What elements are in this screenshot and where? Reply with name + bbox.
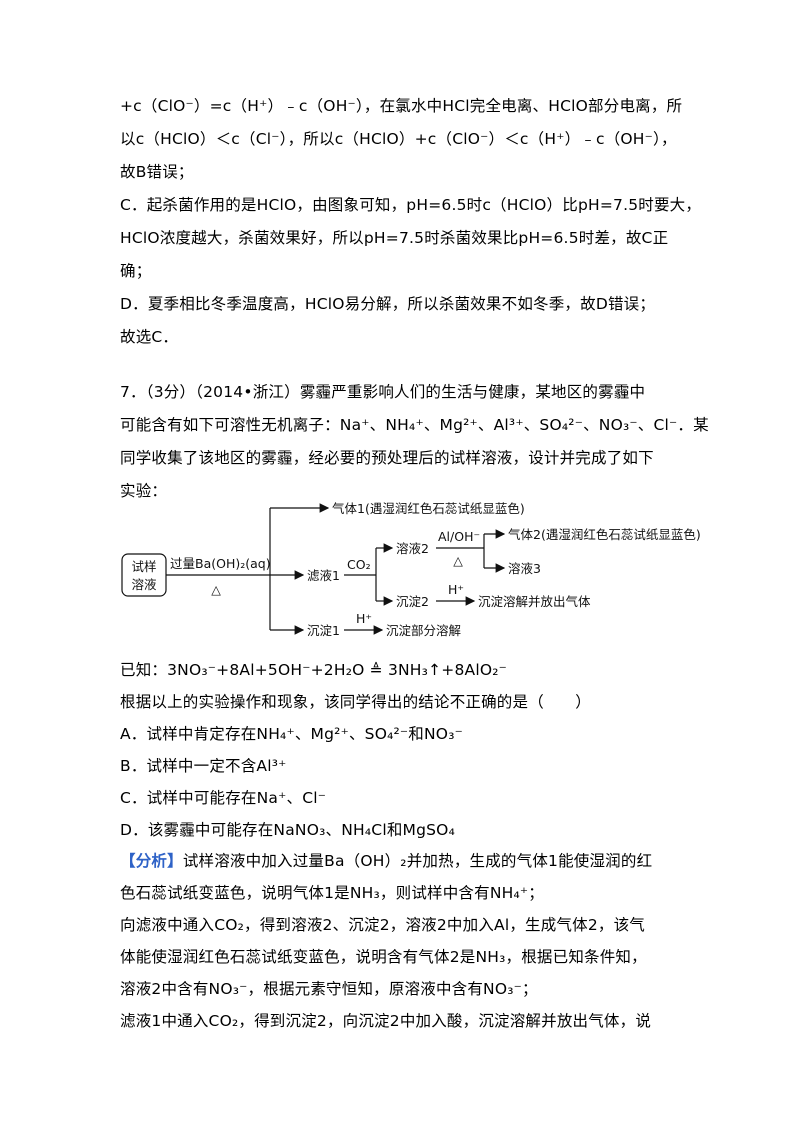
text-line-l3: 故B错误； (120, 162, 194, 182)
h-plus-label-1: H⁺ (448, 582, 464, 597)
line-text: A．试样中肯定存在NH₄⁺、Mg²⁺、SO₄²⁻和NO₃⁻ (120, 725, 463, 743)
line-text: 故选C． (120, 328, 179, 346)
line-text: 已知：3NO₃⁻+8Al+5OH⁻+2H₂O ≜ 3NH₃↑+8AlO₂⁻ (120, 661, 508, 679)
text-line-l15: A．试样中肯定存在NH₄⁺、Mg²⁺、SO₄²⁻和NO₃⁻ (120, 724, 463, 744)
text-line-l16: B．试样中一定不含Al³⁺ (120, 756, 287, 776)
text-line-l5: HClO浓度越大，杀菌效果好，所以pH=7.5时杀菌效果比pH=6.5时差，故C… (120, 228, 668, 248)
text-line-l4: C．起杀菌作用的是HClO，由图象可知，pH=6.5时c（HClO）比pH=7.… (120, 195, 701, 215)
text-line-l10: 可能含有如下可溶性无机离子：Na⁺、NH₄⁺、Mg²⁺、Al³⁺、SO₄²⁻、N… (120, 415, 709, 435)
text-line-l7: D．夏季相比冬季温度高，HClO易分解，所以杀菌效果不如冬季，故D错误； (120, 294, 655, 314)
line-text: 实验： (120, 482, 168, 500)
al-oh-label: Al/OH⁻ (438, 529, 480, 544)
text-line-l22: 体能使湿润红色石蕊试纸变蓝色，说明含有气体2是NH₃，根据已知条件知， (120, 947, 647, 967)
text-line-l12: 实验： (120, 481, 167, 501)
precip2-label: 沉淀2 (396, 594, 429, 609)
line-text: +c（ClO⁻）=c（H⁺）﹣c（OH⁻），在氯水中HCl完全电离、HClO部分… (120, 97, 683, 115)
line-text: B．试样中一定不含Al³⁺ (120, 757, 287, 775)
text-line-l18: D．该雾霾中可能存在NaNO₃、NH₄Cl和MgSO₄ (120, 820, 455, 840)
reagent-ba-oh2: 过量Ba(OH)₂(aq) (170, 556, 271, 571)
sample-label-1: 试样 (131, 559, 156, 574)
line-text: 色石蕊试纸变蓝色，说明气体1是NH₃，则试样中含有NH₄⁺； (120, 884, 544, 902)
line-text: HClO浓度越大，杀菌效果好，所以pH=7.5时杀菌效果比pH=6.5时差，故C… (120, 229, 669, 247)
text-line-l6: 确； (120, 261, 151, 281)
text-line-l1: +c（ClO⁻）=c（H⁺）﹣c（OH⁻），在氯水中HCl完全电离、HClO部分… (120, 96, 682, 116)
text-line-l24: 滤液1中通入CO₂，得到沉淀2，向沉淀2中加入酸，沉淀溶解并放出气体，说 (120, 1011, 651, 1031)
solution2-label: 溶液2 (396, 541, 429, 556)
text-line-l13: 已知：3NO₃⁻+8Al+5OH⁻+2H₂O ≜ 3NH₃↑+8AlO₂⁻ (120, 660, 507, 680)
gas1-label: 气体1(遇湿润红色石蕊试纸显蓝色) (332, 501, 525, 516)
line-text: 可能含有如下可溶性无机离子：Na⁺、NH₄⁺、Mg²⁺、Al³⁺、SO₄²⁻、N… (120, 416, 709, 434)
line-text: 体能使湿润红色石蕊试纸变蓝色，说明含有气体2是NH₃，根据已知条件知， (120, 948, 647, 966)
text-line-l8: 故选C． (120, 327, 178, 347)
line-text: 根据以上的实验操作和现象，该同学得出的结论不正确的是（ ） (120, 693, 592, 711)
text-line-l23: 溶液2中含有NO₃⁻，根据元素守恒知，原溶液中含有NO₃⁻； (120, 979, 538, 999)
text-line-l21: 向滤液中通入CO₂，得到溶液2、沉淀2，溶液2中加入Al，生成气体2，该气 (120, 915, 645, 935)
line-text: D．夏季相比冬季温度高，HClO易分解，所以杀菌效果不如冬季，故D错误； (120, 295, 656, 313)
experiment-flow-diagram: 试样 溶液 过量Ba(OH)₂(aq) △ 气体1(遇湿润红色石蕊试纸显蓝色) … (121, 501, 701, 638)
text-line-l14: 根据以上的实验操作和现象，该同学得出的结论不正确的是（ ） (120, 692, 591, 712)
line-text: D．该雾霾中可能存在NaNO₃、NH₄Cl和MgSO₄ (120, 821, 455, 839)
text-line-l11: 同学收集了该地区的雾霾，经必要的预处理后的试样溶液，设计并完成了如下 (120, 448, 654, 468)
precip1-result: 沉淀部分溶解 (386, 623, 461, 638)
line-text: 故B错误； (120, 163, 194, 181)
line-text: 确； (120, 262, 152, 280)
precip2-result: 沉淀溶解并放出气体 (478, 594, 591, 609)
text-line-l9: 7．（3分）（2014•浙江）雾霾严重影响人们的生活与健康，某地区的雾霾中 (120, 382, 645, 402)
text-line-l20: 色石蕊试纸变蓝色，说明气体1是NH₃，则试样中含有NH₄⁺； (120, 883, 544, 903)
line-text: 滤液1中通入CO₂，得到沉淀2，向沉淀2中加入酸，沉淀溶解并放出气体，说 (120, 1012, 652, 1030)
sample-label-2: 溶液 (131, 577, 157, 592)
line-text: 以c（HClO）＜c（Cl⁻），所以c（HClO）+c（ClO⁻）＜c（H⁺）﹣… (120, 130, 677, 148)
heat-symbol-1: △ (211, 582, 221, 597)
h-plus-label-2: H⁺ (356, 611, 372, 626)
analysis-label: 【分析】 (120, 852, 183, 870)
line-text: 7．（3分）（2014•浙江）雾霾严重影响人们的生活与健康，某地区的雾霾中 (120, 383, 646, 401)
heat-symbol-2: △ (453, 553, 463, 568)
text-line-l2: 以c（HClO）＜c（Cl⁻），所以c（HClO）+c（ClO⁻）＜c（H⁺）﹣… (120, 129, 677, 149)
solution3-label: 溶液3 (508, 561, 541, 576)
line-text: C．起杀菌作用的是HClO，由图象可知，pH=6.5时c（HClO）比pH=7.… (120, 196, 702, 214)
line-text: 同学收集了该地区的雾霾，经必要的预处理后的试样溶液，设计并完成了如下 (120, 449, 654, 467)
line-text: 溶液2中含有NO₃⁻，根据元素守恒知，原溶液中含有NO₃⁻； (120, 980, 538, 998)
filtrate1-label: 滤液1 (307, 568, 340, 583)
line-text: 试样溶液中加入过量Ba（OH）₂并加热，生成的气体1能使湿润的红 (182, 852, 653, 870)
line-text: 向滤液中通入CO₂，得到溶液2、沉淀2，溶液2中加入Al，生成气体2，该气 (120, 916, 645, 934)
co2-label: CO₂ (347, 557, 371, 572)
precip1-label: 沉淀1 (307, 623, 340, 638)
gas2-label: 气体2(遇湿润红色石蕊试纸显蓝色) (508, 527, 701, 542)
text-line-l17: C．试样中可能存在Na⁺、Cl⁻ (120, 788, 326, 808)
text-line-l19: 【分析】试样溶液中加入过量Ba（OH）₂并加热，生成的气体1能使湿润的红 (120, 851, 652, 871)
line-text: C．试样中可能存在Na⁺、Cl⁻ (120, 789, 327, 807)
